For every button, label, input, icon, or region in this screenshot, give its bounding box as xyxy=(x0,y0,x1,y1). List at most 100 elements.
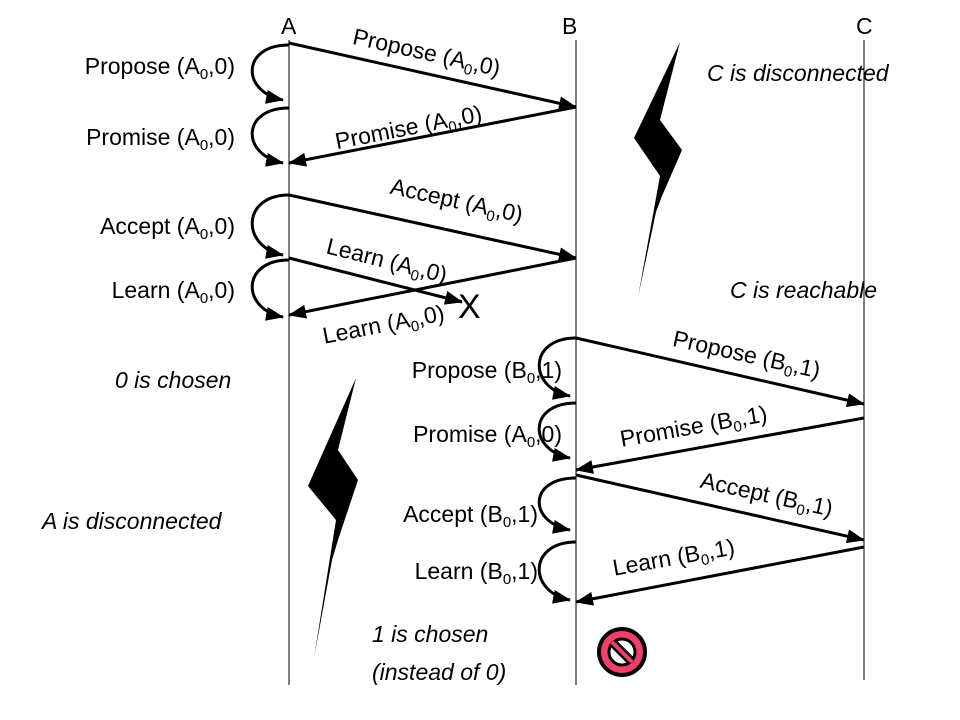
label-text: Learn (B xyxy=(611,540,702,581)
label-text: Propose (A xyxy=(351,23,470,73)
self-message-label: Learn (B0,1) xyxy=(415,558,538,588)
arrow-line xyxy=(288,193,577,262)
self-message-loop: Propose (A0,0) xyxy=(85,43,290,104)
label-text: ,1) xyxy=(804,490,836,521)
arrow-line xyxy=(575,473,865,544)
note-a-disconnected: A is disconnected xyxy=(40,508,223,534)
message-label: Promise (A0,0) xyxy=(333,100,485,158)
self-message-loop: Promise (A0,0) xyxy=(86,106,290,167)
label-text: Learn (A xyxy=(320,306,412,348)
label-text: ,1) xyxy=(791,352,823,383)
lost-message-marker: X xyxy=(458,288,481,326)
node-a-label: A xyxy=(281,13,297,39)
label-subscript: 0 xyxy=(462,61,474,79)
label-text: ,0) xyxy=(208,53,235,79)
label-text: Promise (A xyxy=(413,421,527,447)
label-text: ,1) xyxy=(511,501,538,527)
message-arrow: Propose (B0,1) xyxy=(575,325,865,408)
note-one-chosen: 1 is chosen xyxy=(372,621,488,647)
label-text: Learn (A xyxy=(324,233,417,280)
message-arrow: Promise (B0,1) xyxy=(575,400,865,474)
label-text: ,0) xyxy=(494,196,526,227)
label-subscript: 0 xyxy=(485,207,497,225)
self-message-label: Learn (A0,0) xyxy=(112,277,235,307)
note-c-reachable: C is reachable xyxy=(730,277,877,303)
label-subscript: 0 xyxy=(700,551,711,569)
label-subscript: 0 xyxy=(732,418,743,436)
message-arrow: Accept (B0,1) xyxy=(575,467,865,544)
label-subscript: 0 xyxy=(503,514,511,531)
self-message-label: Accept (B0,1) xyxy=(403,501,538,531)
loop-arrow xyxy=(537,540,577,604)
message-arrow: Promise (A0,0) xyxy=(288,100,577,167)
label-text: ,1) xyxy=(511,558,538,584)
label-text: Promise (A xyxy=(86,124,200,150)
label-text: Learn (B xyxy=(415,558,503,584)
label-text: Accept (A xyxy=(100,213,200,239)
label-text: ,0) xyxy=(418,256,450,288)
self-message-loop: Propose (B0,1) xyxy=(412,336,577,400)
label-text: ,0) xyxy=(208,213,235,239)
arrow-line xyxy=(288,41,577,111)
arrow-line xyxy=(288,256,577,319)
label-subscript: 0 xyxy=(409,267,421,286)
label-text: Learn (A xyxy=(112,277,201,303)
label-subscript: 0 xyxy=(503,571,511,588)
self-message-label: Propose (A0,0) xyxy=(85,53,235,83)
label-subscript: 0 xyxy=(795,501,807,519)
arrow-line xyxy=(575,545,865,606)
label-subscript: 0 xyxy=(200,66,208,83)
label-text: Propose (B xyxy=(412,357,527,383)
node-b-label: B xyxy=(562,13,577,39)
message-arrow: Learn (A0,0) xyxy=(288,233,463,305)
arrow-line xyxy=(575,336,865,408)
self-message-loop: Accept (B0,1) xyxy=(403,476,577,534)
label-subscript: 0 xyxy=(527,434,535,451)
label-text: Accept (B xyxy=(403,501,503,527)
label-text: Accept (A xyxy=(388,173,492,220)
message-label: Learn (A0,0) xyxy=(320,300,447,353)
arrow-line xyxy=(575,416,865,474)
loop-arrow xyxy=(250,43,290,104)
label-text: ,1) xyxy=(738,400,769,430)
self-message-label: Accept (A0,0) xyxy=(100,213,235,243)
self-message-label: Propose (B0,1) xyxy=(412,357,562,387)
label-subscript: 0 xyxy=(200,137,208,154)
message-arrow: Learn (B0,1) xyxy=(575,534,865,606)
message-arrow: Propose (A0,0) xyxy=(288,23,577,111)
label-subscript: 0 xyxy=(410,317,421,335)
label-text: ,0) xyxy=(415,300,446,331)
lightning-bolt-icon xyxy=(308,378,358,658)
message-label: Learn (B0,1) xyxy=(611,534,738,585)
label-text: ,1) xyxy=(535,357,562,383)
loop-arrow xyxy=(250,193,290,259)
self-message-loop: Learn (A0,0) xyxy=(112,258,290,321)
self-message-label: Promise (A0,0) xyxy=(86,124,235,154)
label-text: ,0) xyxy=(208,277,235,303)
note-instead-of-zero: (instead of 0) xyxy=(372,659,506,685)
self-message-label: Promise (A0,0) xyxy=(413,421,562,451)
loop-arrow xyxy=(250,258,290,321)
label-text: Promise (A xyxy=(333,107,450,154)
loop-arrow xyxy=(250,106,290,167)
arrow-line xyxy=(288,105,577,167)
loop-arrow xyxy=(537,401,577,462)
prohibited-icon xyxy=(597,627,647,677)
label-text: Propose (A xyxy=(85,53,201,79)
label-subscript: 0 xyxy=(200,226,208,243)
self-message-loop: Accept (A0,0) xyxy=(100,193,290,259)
label-text: Propose (B xyxy=(671,325,789,375)
label-text: ,1) xyxy=(706,534,737,564)
note-c-disconnected: C is disconnected xyxy=(707,60,890,86)
label-subscript: 0 xyxy=(447,118,458,136)
note-zero-chosen: 0 is chosen xyxy=(115,367,231,393)
label-text: ,0) xyxy=(535,421,562,447)
label-subscript: 0 xyxy=(200,290,208,307)
arrow-line xyxy=(288,256,463,305)
label-subscript: 0 xyxy=(782,363,794,381)
lightning-bolt-icon xyxy=(634,42,682,297)
label-text: ,0) xyxy=(471,50,503,81)
self-message-loop: Promise (A0,0) xyxy=(413,401,577,462)
label-subscript: 0 xyxy=(527,370,535,387)
